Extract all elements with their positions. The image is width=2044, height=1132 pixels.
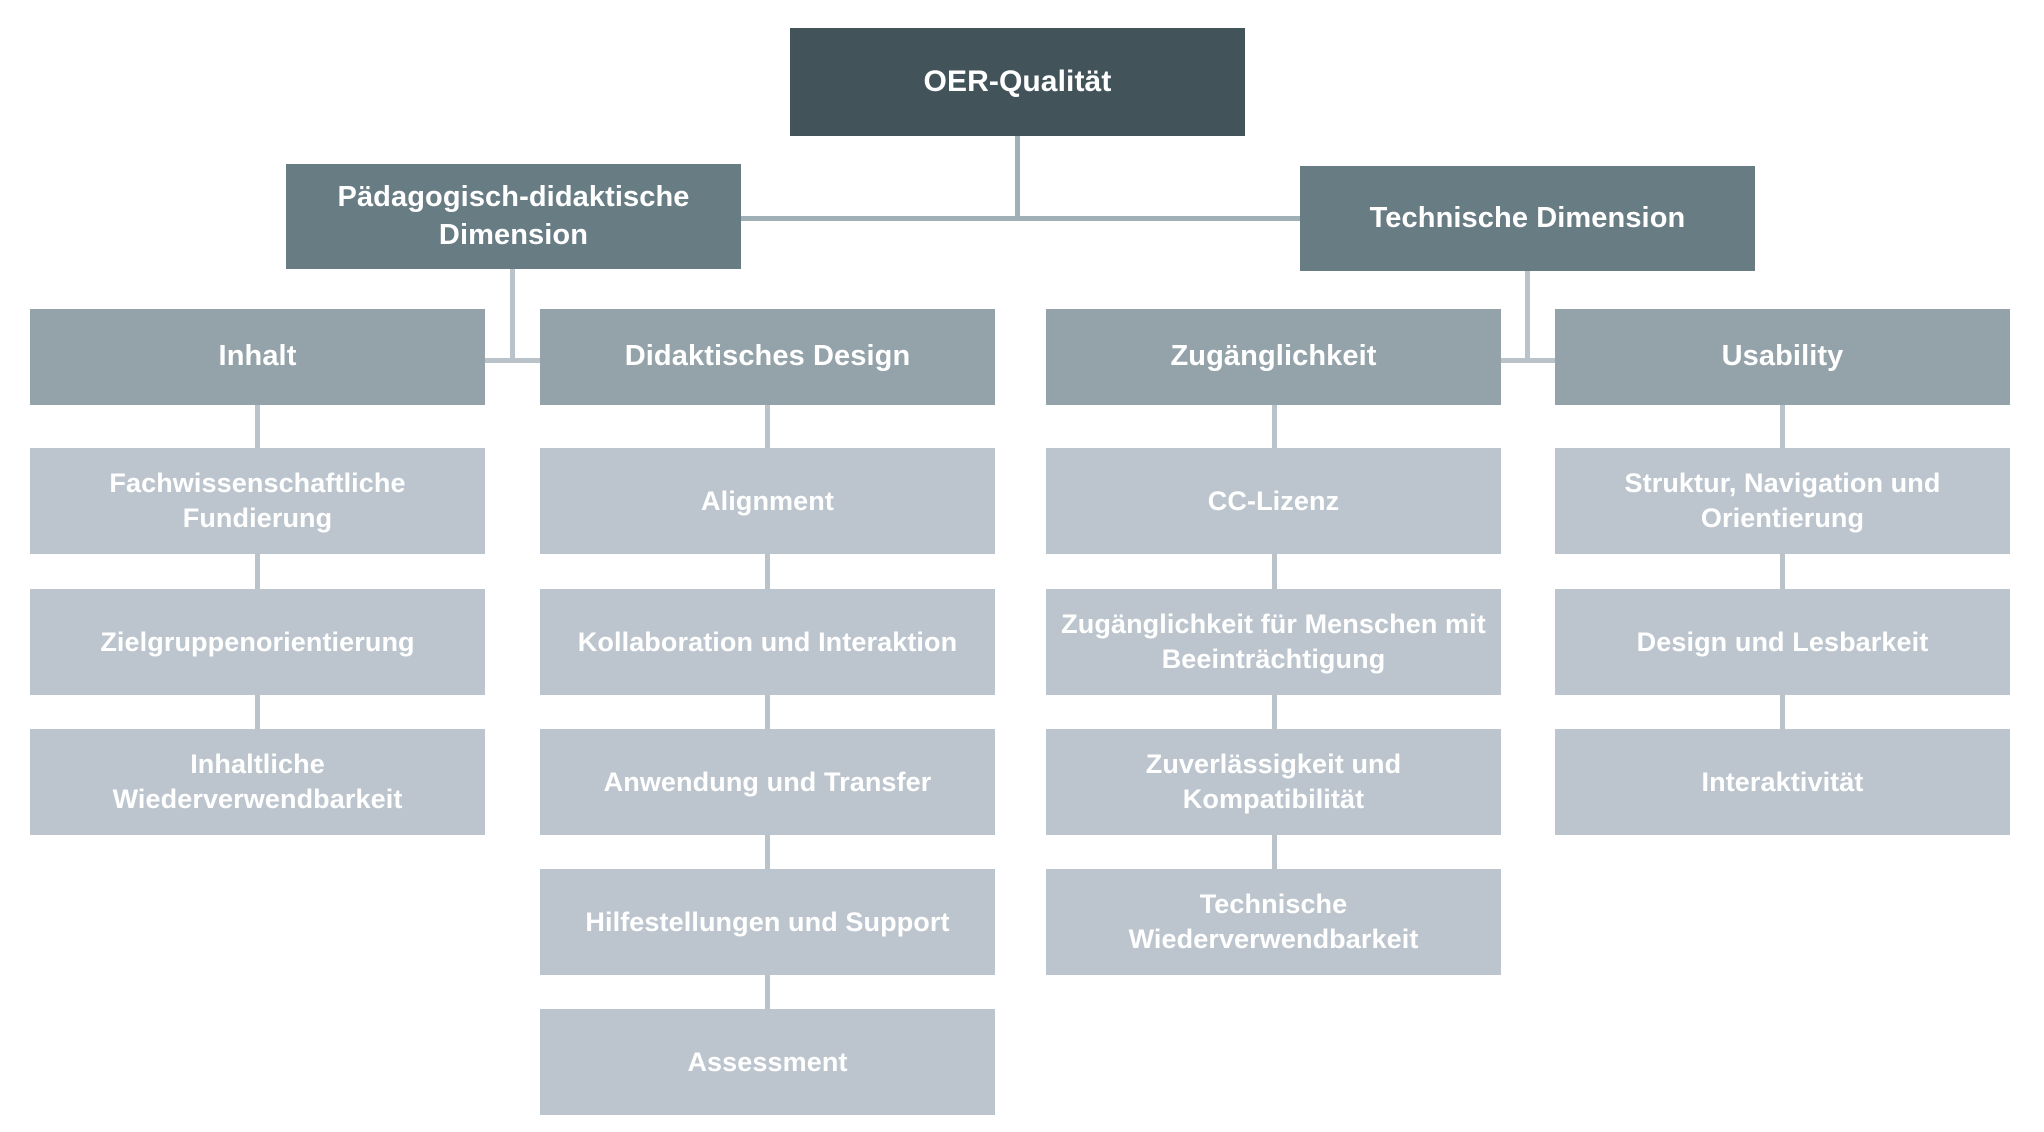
connector-didaktik-4 xyxy=(765,833,770,871)
node-criterion-cc-lizenz[interactable]: CC-Lizenz xyxy=(1046,448,1501,554)
node-criterion-kollaboration-und-interaktion[interactable]: Kollaboration und Interaktion xyxy=(540,589,995,695)
connector-didaktik-3 xyxy=(765,693,770,731)
connector-inhalt-1 xyxy=(255,405,260,450)
connector-inhalt-3 xyxy=(255,693,260,731)
node-root-oer-qualitaet[interactable]: OER-Qualität xyxy=(790,28,1245,136)
node-criterion-inhaltliche-wiederverwendbarkeit[interactable]: Inhaltliche Wiederverwendbarkeit xyxy=(30,729,485,835)
connector-usability-2 xyxy=(1780,553,1785,591)
node-criterion-hilfestellungen-und-support[interactable]: Hilfestellungen und Support xyxy=(540,869,995,975)
connector-usability-1 xyxy=(1780,405,1785,450)
connector-didaktik-5 xyxy=(765,973,770,1011)
node-criterion-anwendung-und-transfer[interactable]: Anwendung und Transfer xyxy=(540,729,995,835)
node-criterion-fachwissenschaftliche-fundierung[interactable]: Fachwissenschaftliche Fundierung xyxy=(30,448,485,554)
connector-dim-right-bar xyxy=(1498,358,1560,363)
node-criterion-assessment[interactable]: Assessment xyxy=(540,1009,995,1115)
node-criterion-zielgruppenorientierung[interactable]: Zielgruppenorientierung xyxy=(30,589,485,695)
node-criterion-zugaenglichkeit-fuer-menschen-mit-beeintraechtigung[interactable]: Zugänglichkeit für Menschen mit Beeinträ… xyxy=(1046,589,1501,695)
node-criterion-alignment[interactable]: Alignment xyxy=(540,448,995,554)
connector-zugang-3 xyxy=(1272,693,1277,731)
connector-root-stem xyxy=(1015,135,1020,219)
connector-didaktik-2 xyxy=(765,553,770,591)
node-criterion-interaktivitaet[interactable]: Interaktivität xyxy=(1555,729,2010,835)
connector-dim-right-stem xyxy=(1525,270,1530,362)
connector-zugang-2 xyxy=(1272,553,1277,591)
connector-inhalt-2 xyxy=(255,553,260,591)
node-dimension-technisch[interactable]: Technische Dimension xyxy=(1300,166,1755,271)
connector-zugang-1 xyxy=(1272,405,1277,450)
connector-zugang-4 xyxy=(1272,833,1277,871)
node-criterion-struktur-navigation-und-orientierung[interactable]: Struktur, Navigation und Orientierung xyxy=(1555,448,2010,554)
connector-root-bar xyxy=(740,216,1300,221)
node-dimension-paedagogisch-didaktisch[interactable]: Pädagogisch-didaktische Dimension xyxy=(286,164,741,269)
node-criterion-design-und-lesbarkeit[interactable]: Design und Lesbarkeit xyxy=(1555,589,2010,695)
node-category-inhalt[interactable]: Inhalt xyxy=(30,309,485,405)
node-category-usability[interactable]: Usability xyxy=(1555,309,2010,405)
node-criterion-technische-wiederverwendbarkeit[interactable]: Technische Wiederverwendbarkeit xyxy=(1046,869,1501,975)
node-category-didaktisches-design[interactable]: Didaktisches Design xyxy=(540,309,995,405)
connector-dim-left-bar xyxy=(483,358,545,363)
connector-dim-left-stem xyxy=(510,268,515,362)
connector-didaktik-1 xyxy=(765,405,770,450)
connector-usability-3 xyxy=(1780,693,1785,731)
node-criterion-zuverlaessigkeit-und-kompatibilitaet[interactable]: Zuverlässigkeit und Kompatibilität xyxy=(1046,729,1501,835)
node-category-zugaenglichkeit[interactable]: Zugänglichkeit xyxy=(1046,309,1501,405)
